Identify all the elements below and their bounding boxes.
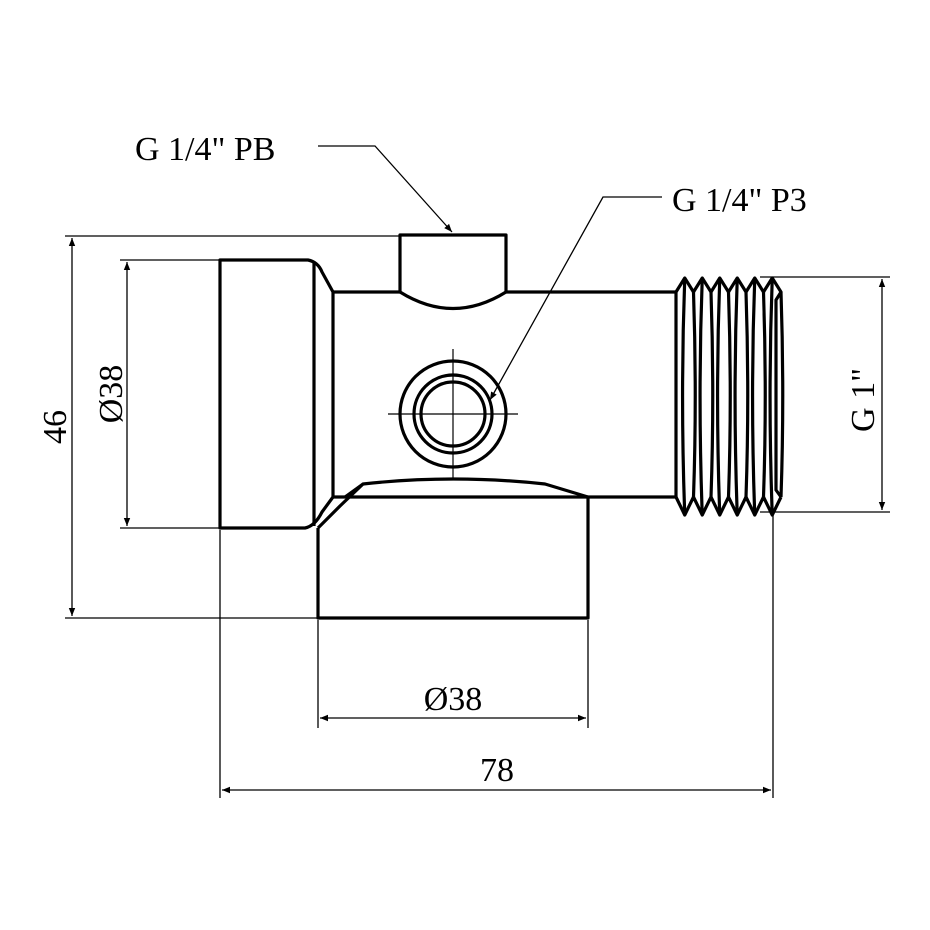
dim-length: 78 xyxy=(480,752,514,789)
thread-crest-top xyxy=(674,276,783,498)
leader-lines xyxy=(318,145,662,401)
bottom-socket xyxy=(316,477,590,620)
thread-line xyxy=(715,277,732,516)
dim-left-diameter: Ø38 xyxy=(93,365,130,424)
dim-height: 46 xyxy=(37,410,74,444)
thread-line xyxy=(733,277,750,516)
dimension-lines xyxy=(65,235,890,798)
thread-line xyxy=(768,277,785,516)
callout-top-port: G 1/4" PB xyxy=(135,131,275,168)
callout-front-port: G 1/4" P3 xyxy=(672,182,807,219)
dim-thread: G 1" xyxy=(845,368,882,432)
thread-line xyxy=(698,277,715,516)
side-port xyxy=(388,349,518,478)
thread-line xyxy=(750,277,767,516)
male-thread xyxy=(674,276,785,517)
main-body xyxy=(333,290,676,499)
top-boss xyxy=(398,233,508,310)
dim-bottom-diameter: Ø38 xyxy=(424,681,483,718)
left-socket xyxy=(218,258,335,530)
thread-line xyxy=(680,277,697,516)
